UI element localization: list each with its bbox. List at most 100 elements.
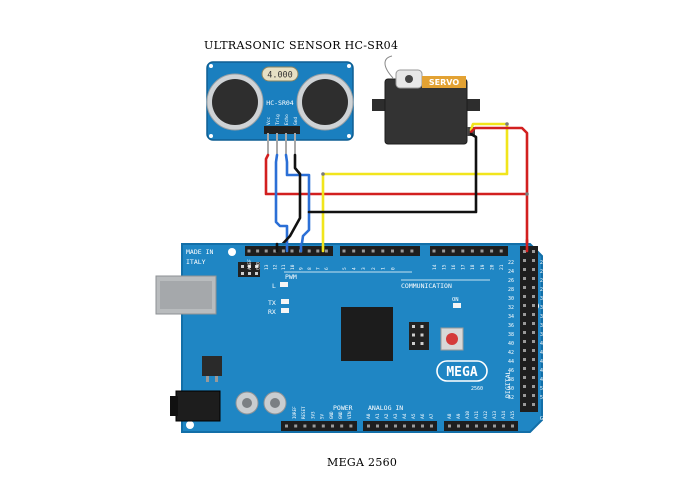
analog-pin-label: A13 <box>492 411 498 419</box>
wire-servo-signal <box>321 122 509 252</box>
header-pin <box>499 249 503 253</box>
sensor-mount-hole <box>209 64 213 68</box>
icsp-pin <box>241 265 244 268</box>
crystal-oscillator <box>261 66 299 82</box>
mega-logo-outline <box>436 360 488 382</box>
top-header-c <box>430 246 508 256</box>
header-pin <box>256 249 260 253</box>
header-pin <box>432 249 436 253</box>
header-pin <box>281 249 285 253</box>
right-header-label: 23 <box>540 260 546 266</box>
header-pin <box>342 249 346 253</box>
top-header-pin-label: 20 <box>489 264 495 270</box>
header-pin <box>502 424 505 428</box>
analog-pin-label: A7 <box>429 413 435 419</box>
header-pin <box>523 304 526 307</box>
sensor-pin-label: Gnd <box>293 117 299 125</box>
icsp-pin <box>420 333 424 337</box>
right-header-label: 30 <box>508 296 514 302</box>
mega-logo-sub: 2560 <box>471 386 483 392</box>
header-pin <box>312 424 316 428</box>
header-pin <box>451 249 455 253</box>
reset-button-cap[interactable] <box>446 333 458 345</box>
header-pin <box>532 403 535 406</box>
power-pin-label: 3V3 <box>310 411 315 419</box>
header-pin <box>412 424 415 428</box>
header-pin <box>285 424 288 428</box>
sensor-pin-label: Vcc <box>266 117 272 125</box>
top-header-pin-label: 10 <box>290 264 296 270</box>
top-header-pin-label: GND <box>255 262 261 270</box>
pin-trig <box>276 133 278 155</box>
top-header-pin-label: 12 <box>273 264 279 270</box>
header-pin <box>400 249 404 253</box>
right-header-label: 38 <box>508 332 514 338</box>
right-header-label: 37 <box>540 323 546 329</box>
right-header-label: 39 <box>540 332 546 338</box>
right-header-label: 51 <box>540 386 546 392</box>
power-pin-label: IOREF <box>292 406 297 419</box>
crystal-label: 4.000 <box>267 71 293 81</box>
header-pin <box>532 358 535 361</box>
right-header-label: 36 <box>508 323 514 329</box>
header-pin <box>532 259 535 262</box>
top-header-pin-label: 13 <box>264 264 270 270</box>
header-pin <box>532 286 535 289</box>
analog-pin-label: A3 <box>393 413 399 419</box>
mega-logo: MEGA <box>446 365 477 380</box>
header-pin <box>532 250 535 253</box>
header-pin <box>484 424 487 428</box>
right-header-label: 46 <box>508 368 514 374</box>
analog-pin-label: A11 <box>474 411 480 419</box>
analog-pin-label: A8 <box>447 413 453 419</box>
right-header-label: 22 <box>508 260 514 266</box>
led-on <box>453 303 461 308</box>
header-pin <box>532 385 535 388</box>
right-header-label: 43 <box>540 350 546 356</box>
header-pin <box>321 424 325 428</box>
right-header-label: 47 <box>540 368 546 374</box>
analog-pin-label: A15 <box>510 411 516 419</box>
board-mount-hole <box>186 421 194 429</box>
top-header-pin-label: 16 <box>451 264 457 270</box>
dc-power-jack <box>175 390 221 422</box>
top-header-pin-label: 6 <box>324 267 330 270</box>
top-header-pin-label: 3 <box>361 267 367 270</box>
capacitor-top <box>242 398 252 408</box>
led-on-label: ON <box>452 297 459 303</box>
right-header-label: 29 <box>540 287 546 293</box>
header-pin <box>442 249 446 253</box>
usb-b-inner <box>160 281 212 309</box>
servo-label-plate <box>422 76 466 88</box>
power-pin-label: GND <box>338 411 343 419</box>
analog-header-b <box>444 421 518 431</box>
wire-junction <box>321 172 325 176</box>
wire-sensor-trig <box>274 153 289 252</box>
digital-label: DIGITAL <box>504 371 512 398</box>
sensor-pin-label: Trig <box>275 114 281 125</box>
header-pin <box>532 277 535 280</box>
header-pin <box>532 394 535 397</box>
header-pin <box>403 424 406 428</box>
pin-gnd <box>294 133 296 155</box>
wire-junction <box>505 122 509 126</box>
top-header-pin-label: 7 <box>316 267 322 270</box>
header-pin <box>376 424 379 428</box>
header-pin <box>490 249 494 253</box>
top-header-pin-label: 4 <box>352 267 358 270</box>
top-header-pin-label: 14 <box>432 264 438 270</box>
header-pin <box>532 304 535 307</box>
header-pin <box>294 424 298 428</box>
header-pin <box>523 322 526 325</box>
right-header-label: 49 <box>540 377 546 383</box>
sensor-title: ULTRASONIC SENSOR HC-SR04 <box>204 39 398 52</box>
top-header-pin-label: 2 <box>371 267 377 270</box>
servo-motor: SERVO <box>372 53 480 145</box>
servo-body <box>384 78 468 145</box>
arduino-mega-board: MADE IN ITALY L TX RX ON <box>155 243 549 433</box>
led-rx-label: RX <box>268 308 276 316</box>
sensor-pin-label: Echo <box>284 114 290 125</box>
header-pin <box>349 424 353 428</box>
power-pin-label: GND <box>329 411 334 419</box>
